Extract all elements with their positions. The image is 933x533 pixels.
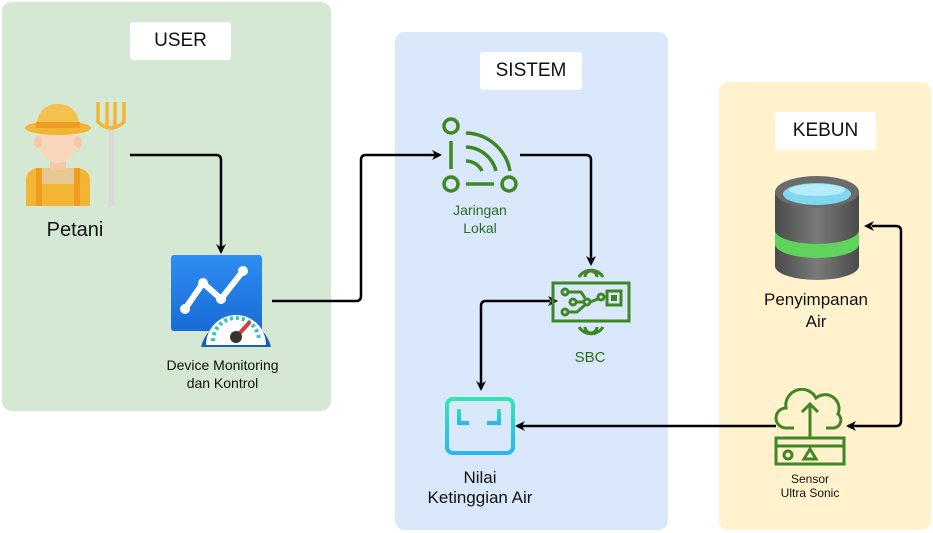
kebun-panel-title: KEBUN [775, 112, 876, 150]
kebun-panel [719, 82, 931, 530]
farmer-icon [25, 102, 126, 206]
jaringan-label-line1: Jaringan [453, 202, 507, 218]
edge-storage-sensor [846, 221, 903, 431]
nilai-label-line2: Ketinggian Air [427, 488, 533, 507]
circuit-board-icon [551, 268, 631, 336]
device-label-line1: Device Monitoring [166, 357, 279, 373]
cloud-sensor-icon [774, 388, 846, 466]
user-panel [2, 2, 331, 411]
edge-petani-device [130, 153, 226, 254]
dashboard-icon [171, 255, 271, 347]
user-panel-title: USER [130, 22, 231, 60]
local-network-icon [442, 117, 518, 193]
sistem-panel-title: SISTEM [480, 52, 582, 90]
storage-cylinder-icon [775, 176, 859, 280]
device-label-line2: dan Kontrol [186, 375, 259, 391]
sensor-label-line2: Ultra Sonic [780, 486, 840, 500]
nilai-label-line1: Nilai [463, 468, 497, 487]
edge-device-jaringan [272, 150, 442, 303]
penyimpanan-label-line1: Penyimpanan [764, 290, 868, 309]
sensor-label-line1: Sensor [790, 472, 830, 486]
penyimpanan-label-line2: Air [805, 312, 827, 331]
edge-jaringan-sbc [520, 153, 596, 266]
water-level-icon [445, 397, 515, 455]
jaringan-label-line2: Lokal [463, 220, 497, 236]
edge-sbc-nilai [476, 296, 558, 391]
petani-label: Petani [46, 219, 104, 241]
sistem-panel [395, 32, 668, 530]
sbc-label: SBC [574, 349, 606, 366]
